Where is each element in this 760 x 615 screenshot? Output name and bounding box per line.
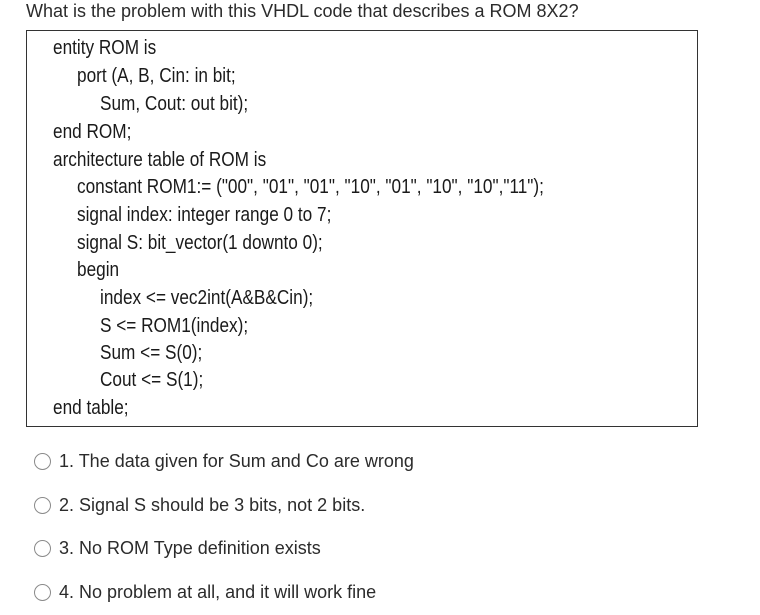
question-text: What is the problem with this VHDL code …	[26, 1, 579, 21]
radio-button[interactable]	[34, 452, 51, 470]
code-line: entity ROM is	[53, 37, 157, 59]
answer-option-label: 1. The data given for Sum and Co are wro…	[59, 450, 414, 471]
radio-button[interactable]	[34, 583, 51, 601]
answer-option-3[interactable]: 3. No ROM Type definition exists	[34, 534, 321, 562]
answer-option-4[interactable]: 4. No problem at all, and it will work f…	[34, 578, 376, 606]
code-line: port (A, B, Cin: in bit;	[77, 65, 236, 87]
code-line: signal index: integer range 0 to 7;	[77, 204, 332, 226]
code-line: begin	[77, 259, 120, 281]
answer-option-label: 3. No ROM Type definition exists	[59, 537, 321, 558]
code-line: Cout <= S(1);	[100, 369, 204, 391]
code-line: S <= ROM1(index);	[100, 315, 249, 337]
code-line: Sum <= S(0);	[100, 342, 203, 364]
code-line: Sum, Cout: out bit);	[100, 93, 249, 115]
code-line: signal S: bit_vector(1 downto 0);	[77, 232, 323, 254]
answer-option-1[interactable]: 1. The data given for Sum and Co are wro…	[34, 447, 414, 475]
vhdl-code-block: entity ROM is port (A, B, Cin: in bit; S…	[26, 30, 698, 427]
answer-option-label: 4. No problem at all, and it will work f…	[59, 581, 377, 602]
code-line: index <= vec2int(A&B&Cin);	[100, 287, 314, 309]
code-line: architecture table of ROM is	[53, 149, 267, 171]
code-line: constant ROM1:= ("00", "01", "01", "10",…	[77, 176, 544, 198]
radio-button[interactable]	[34, 539, 51, 557]
code-line: end ROM;	[53, 121, 132, 143]
answer-option-label: 2. Signal S should be 3 bits, not 2 bits…	[59, 494, 366, 515]
answer-option-2[interactable]: 2. Signal S should be 3 bits, not 2 bits…	[34, 491, 365, 519]
radio-button[interactable]	[34, 496, 51, 514]
code-line: end table;	[53, 397, 129, 419]
